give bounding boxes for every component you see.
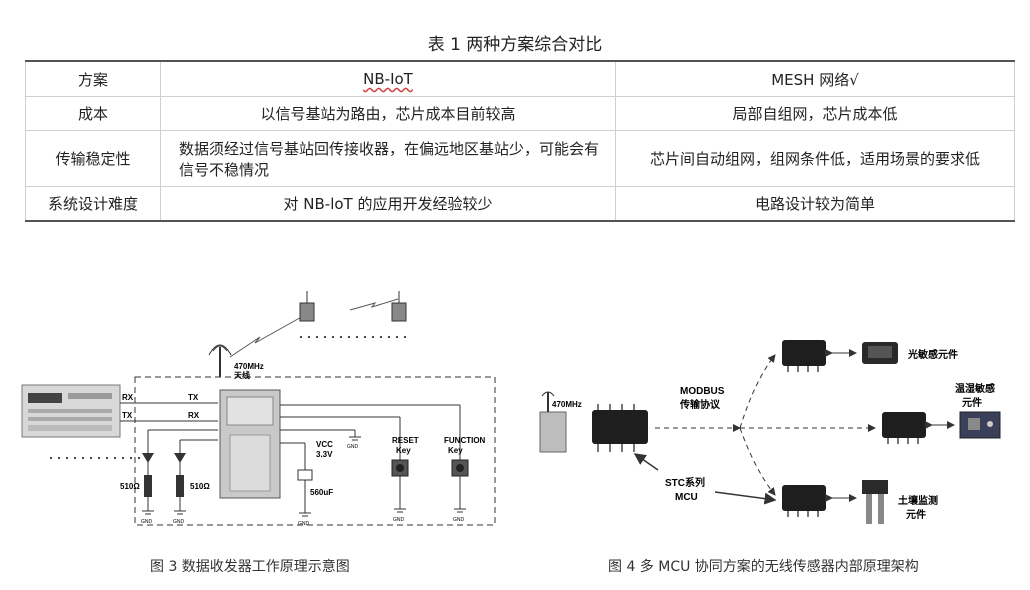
remote-node-icon	[391, 291, 407, 322]
table-header-row: 方案 NB-IoT MESH 网络√	[25, 60, 1015, 97]
comparison-table: 方案 NB-IoT MESH 网络√ 成本 以信号基站为路由，芯片成本目前较高 …	[25, 60, 1015, 222]
protocol-label: 传输协议	[679, 398, 721, 411]
humidity-sensor-icon	[959, 411, 1001, 439]
function-label: FUNCTION	[444, 436, 486, 445]
reset-label: RESET	[392, 436, 419, 445]
stc-label: STC系列	[665, 476, 705, 489]
nbiot-cell: 以信号基站为路由，芯片成本目前较高	[160, 96, 616, 131]
antenna-name-label: 天线	[234, 370, 250, 380]
rx-left-label: RX	[122, 393, 134, 402]
gnd-label: GND	[453, 517, 465, 523]
led-icon	[142, 453, 154, 463]
ground-symbol	[349, 436, 361, 441]
table-row: 传输稳定性 数据须经过信号基站回传接收器，在偏远地区基站少，可能会有信号不稳情况…	[25, 130, 1015, 187]
antenna-freq-label: 470MHz	[552, 400, 582, 409]
mesh-cell: 电路设计较为简单	[615, 186, 1015, 222]
mesh-cell: 芯片间自动组网，组网条件低，适用场景的要求低	[615, 130, 1015, 187]
function-key-icon	[451, 459, 469, 477]
gnd-label: GND	[141, 519, 153, 525]
soil-sensor-label-2: 元件	[906, 508, 926, 521]
gnd-label: GND	[298, 521, 310, 527]
antenna-freq-label: 470MHz	[234, 362, 264, 371]
header-nbiot-text: NB-IoT	[363, 70, 413, 88]
vcc-voltage-label: 3.3V	[316, 450, 333, 459]
ground-symbol	[299, 512, 311, 517]
light-sensor-icon	[862, 342, 898, 364]
ground-symbol	[142, 510, 154, 515]
gnd-label: GND	[347, 444, 359, 450]
ground-symbol	[454, 508, 466, 513]
figure4-caption: 图 4 多 MCU 协同方案的无线传感器内部原理架构	[608, 559, 919, 575]
soil-sensor-icon	[862, 480, 888, 524]
figure3-caption: 图 3 数据收发器工作原理示意图	[150, 559, 350, 575]
capacitor-icon	[297, 469, 313, 481]
reset-key-icon	[391, 459, 409, 477]
modbus-label: MODBUS	[680, 386, 725, 397]
resistor1-label: 510Ω	[120, 482, 140, 491]
humidity-sensor-label-2: 元件	[962, 396, 982, 409]
rf-module-icon	[219, 389, 281, 499]
tx-right-label: TX	[188, 393, 199, 402]
tx-left-label: TX	[122, 411, 133, 420]
capacitor-label: 560uF	[310, 488, 333, 497]
vcc-label: VCC	[316, 440, 333, 449]
resistor-icon	[144, 475, 152, 497]
soil-sensor-label-1: 土壤监测	[898, 494, 938, 507]
header-mesh: MESH 网络√	[615, 60, 1015, 97]
led-icon	[174, 453, 186, 463]
nbiot-cell: 对 NB-loT 的应用开发经验较少	[160, 186, 616, 222]
resistor-icon	[176, 475, 184, 497]
row-label: 成本	[25, 96, 161, 131]
figure3-schematic: 470MHz 天线 RX TX TX RX 510Ω 510Ω GND GND …	[21, 291, 496, 527]
antenna-module-icon	[539, 391, 567, 453]
gnd-label: GND	[173, 519, 185, 525]
table-row: 成本 以信号基站为路由，芯片成本目前较高 局部自组网，芯片成本低	[25, 96, 1015, 131]
figure4-architecture: 470MHz MODBUS 传输协议 STC系列 MCU 光敏感元件 温湿敏感 …	[539, 340, 1001, 524]
mcu-chip-middle-icon	[882, 412, 926, 444]
humidity-sensor-label-1: 温湿敏感	[955, 382, 995, 395]
light-sensor-label: 光敏感元件	[907, 348, 958, 361]
mcu-chip-top-icon	[782, 340, 826, 372]
ground-symbol	[174, 510, 186, 515]
header-nbiot: NB-IoT	[160, 60, 616, 97]
plc-device-icon	[21, 384, 121, 438]
header-scheme: 方案	[25, 60, 161, 97]
row-label: 传输稳定性	[25, 130, 161, 187]
mesh-cell: 局部自组网，芯片成本低	[615, 96, 1015, 131]
mcu-chip-bottom-icon	[782, 485, 826, 517]
table-title: 表 1 两种方案综合对比	[427, 35, 603, 55]
ground-symbol	[394, 508, 406, 513]
nbiot-cell-text: 对 NB-loT 的应用开发经验较少	[283, 194, 493, 213]
remote-node-icon	[299, 291, 315, 322]
reset-key-label: Key	[396, 446, 411, 455]
antenna-icon	[208, 344, 232, 377]
gnd-label: GND	[393, 517, 405, 523]
main-mcu-chip-icon	[592, 404, 648, 452]
row-label: 系统设计难度	[25, 186, 161, 222]
table-row: 系统设计难度 对 NB-loT 的应用开发经验较少 电路设计较为简单	[25, 186, 1015, 222]
mcu-label: MCU	[675, 492, 698, 503]
rx-right-label: RX	[188, 411, 200, 420]
function-key-label: Key	[448, 446, 463, 455]
resistor2-label: 510Ω	[190, 482, 210, 491]
nbiot-cell: 数据须经过信号基站回传接收器，在偏远地区基站少，可能会有信号不稳情况	[160, 130, 616, 187]
